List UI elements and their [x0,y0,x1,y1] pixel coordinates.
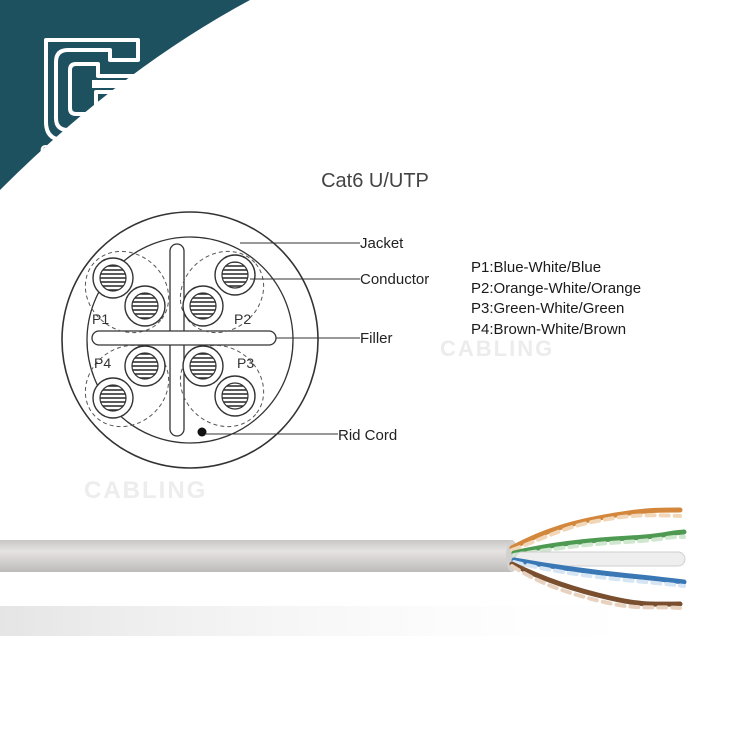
conductor-p4b [92,377,134,419]
conductor-p2a [214,254,256,296]
pair-label-p4: P4 [94,355,111,371]
twisted-pair-green [511,529,687,557]
cable-shadow [0,606,690,636]
conductor-p3a [182,345,224,387]
brand-logo: CABLING [40,38,140,160]
cross-section: P1 P2 P4 P3 [61,211,319,469]
callout-conductor: Conductor [360,271,429,288]
watermark-right: CABLING [440,336,554,361]
brand-corner-shape [0,0,250,190]
legend-item-p4: P4:Brown-White/Brown [471,320,627,338]
twisted-pair-blue [511,557,687,588]
legend-item-p3: P3:Green-White/Green [471,300,625,317]
conductor-p3b [214,375,256,417]
twisted-pair-brown [509,561,683,610]
callout-rid-cord: Rid Cord [338,427,397,444]
brand-logo-text: CABLING [40,143,120,160]
conductors [92,254,256,419]
watermark-left: CABLING [84,477,207,504]
conductor-p2b [182,285,224,327]
leader-lines [206,242,360,435]
legend-item-p1: P1:Blue-White/Blue [471,259,602,276]
cable-jacket [0,540,512,572]
conductor-p4a [124,345,166,387]
pair-label-p3: P3 [237,355,254,371]
pair-label-p1: P1 [92,311,109,327]
twisted-pair-orange [509,507,683,552]
pair-outline-p1 [84,250,170,334]
pair-label-p2: P2 [234,311,251,327]
callout-filler: Filler [360,330,393,347]
callout-jacket: Jacket [360,235,404,252]
pair-color-legend: P1:Blue-White/Blue P2:Orange-White/Orang… [471,258,641,340]
legend-item-p2: P2:Orange-White/Orange [471,279,642,297]
conductor-p1b [124,285,166,327]
conductor-p1a [92,257,134,299]
cable-illustration [0,507,690,636]
filler-horizontal [91,330,277,346]
diagram-title: Cat6 U/UTP [321,170,429,192]
rip-cord-dot [197,427,207,437]
